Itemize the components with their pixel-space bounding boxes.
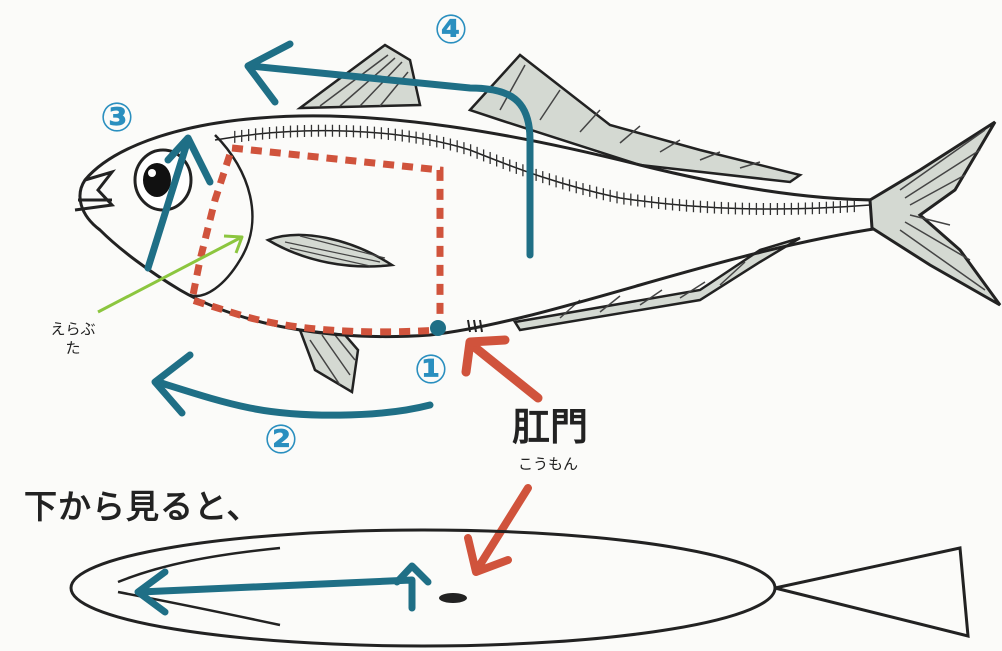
cut-start-dot	[430, 320, 446, 336]
step-4-number: ④	[434, 10, 468, 50]
pectoral-fin	[268, 235, 392, 266]
anus-pointer-arrow	[466, 340, 538, 398]
gill-cover-label: えらぶ た	[38, 320, 108, 358]
gill-cover-label-line1: えらぶ	[38, 320, 108, 339]
pelvic-fin	[300, 330, 358, 392]
bottom-view-fish	[71, 530, 968, 646]
step-3-number: ③	[100, 98, 134, 138]
step2-arrow	[155, 355, 430, 415]
gill-cover-label-line2: た	[38, 339, 108, 358]
step-2-number: ②	[264, 420, 298, 460]
bottom-view-anus	[439, 593, 467, 603]
anus-reading-label: こうもん	[518, 453, 578, 474]
tail-fin	[870, 122, 1000, 305]
anus-label: 肛門	[512, 405, 588, 449]
bottom-view-heading: 下から見ると、	[24, 480, 261, 528]
step-1-number: ①	[414, 350, 448, 390]
